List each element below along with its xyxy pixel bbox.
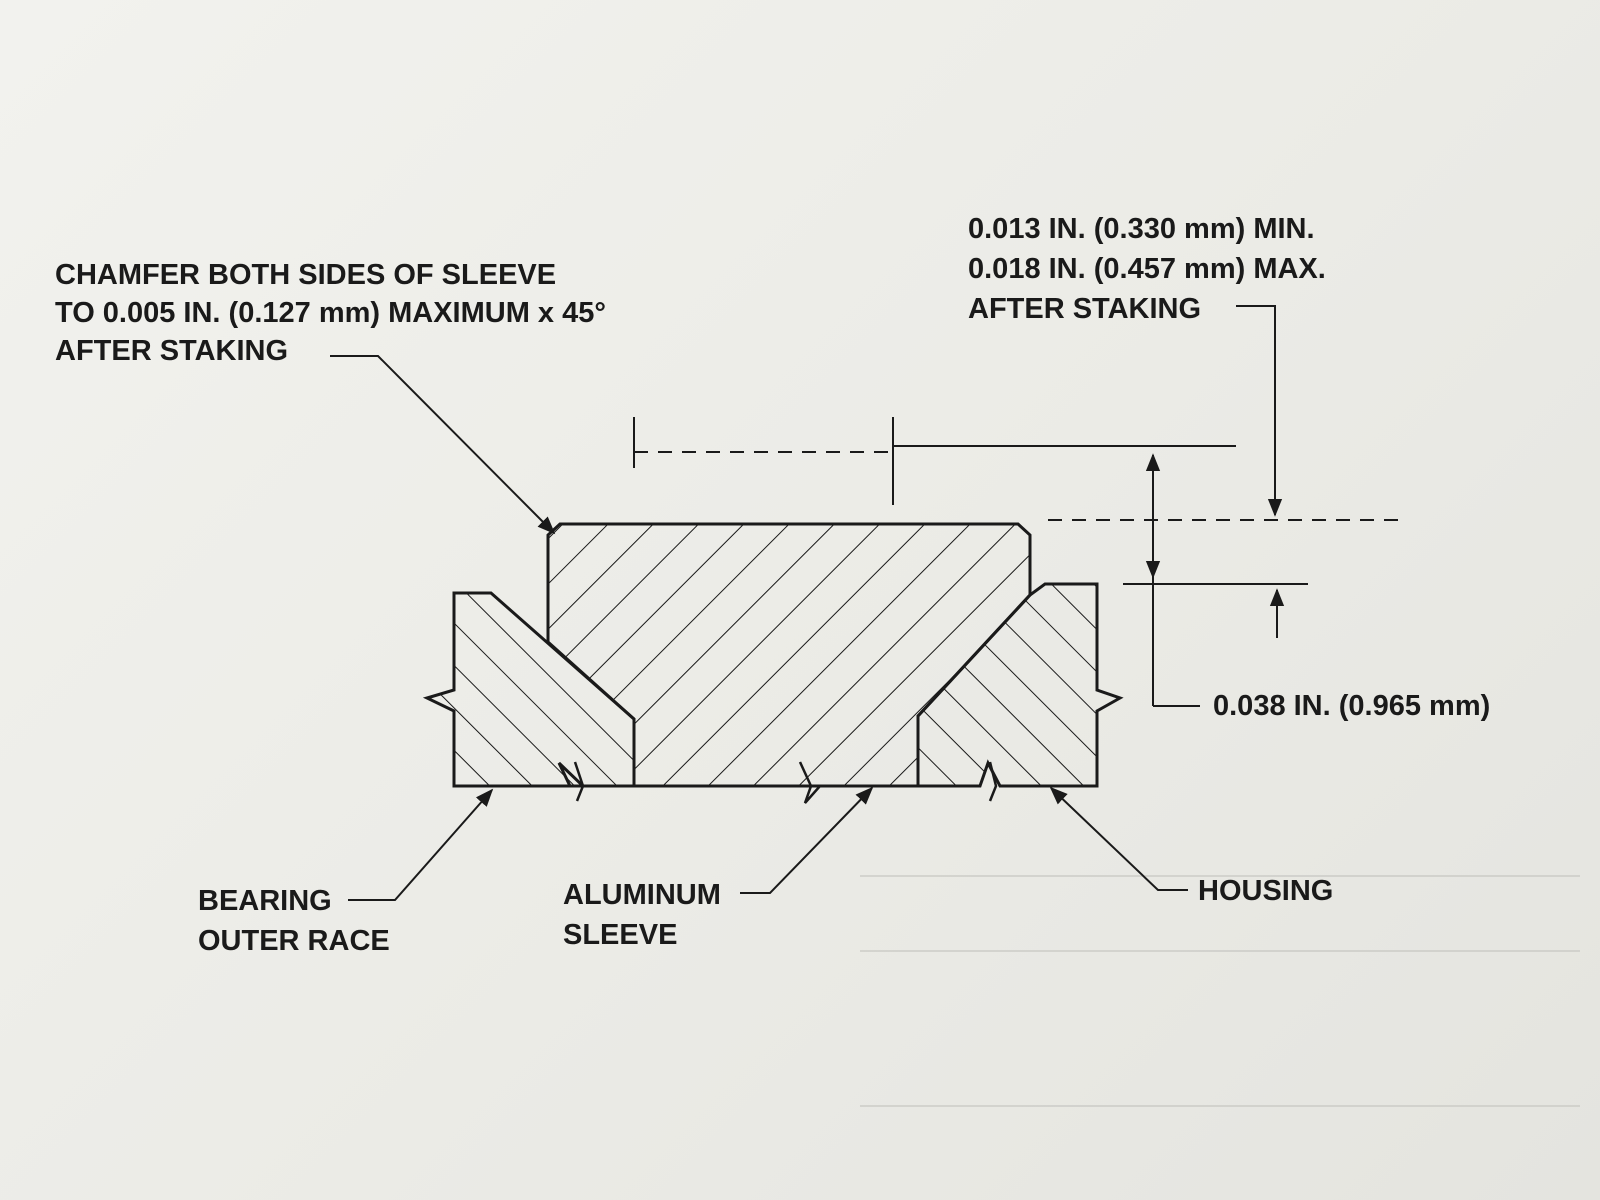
staking-tolerance-note: 0.013 IN. (0.330 mm) MIN. 0.018 IN. (0.4… [968,209,1326,329]
aluminum-sleeve-label: ALUMINUM SLEEVE [563,875,721,955]
housing-shape [916,582,1124,788]
housing-label: HOUSING [1198,875,1334,907]
housing-leader [1049,786,1188,891]
aluminum-sleeve-shape [546,522,1032,788]
staking-notch [988,761,998,802]
aluminum-sleeve-leader [740,786,874,894]
bearing-outer-race-label: BEARING OUTER RACE [198,881,390,961]
staking-tolerance-max: 0.018 IN. (0.457 mm) MAX. [968,253,1326,285]
chamfer-note-line2: TO 0.005 IN. (0.127 mm) MAXIMUM x 45° [55,297,606,329]
bleed-through-rule [860,875,1580,877]
bearing-outer-race-leader [348,788,494,901]
bearing-outer-race-line1: BEARING [198,885,332,917]
staking-tolerance-after: AFTER STAKING [968,293,1202,325]
staking-tolerance-min: 0.013 IN. (0.330 mm) MIN. [968,213,1315,245]
aluminum-sleeve-line1: ALUMINUM [563,879,721,911]
bearing-outer-race-line2: OUTER RACE [198,925,390,957]
bleed-through-rule [860,1105,1580,1107]
chamfer-leader [330,355,556,535]
chamfer-note: CHAMFER BOTH SIDES OF SLEEVE TO 0.005 IN… [55,256,606,370]
chamfer-note-line3: AFTER STAKING [55,335,289,367]
staking-notch [573,761,585,802]
chamfer-note-line1: CHAMFER BOTH SIDES OF SLEEVE [55,259,557,291]
step-dimension-label: 0.038 IN. (0.965 mm) [1213,690,1491,722]
aluminum-sleeve-line2: SLEEVE [563,919,678,951]
staking-tolerance-leader [1236,305,1283,517]
bleed-through-rule [860,950,1580,952]
staking-notch [798,761,821,804]
